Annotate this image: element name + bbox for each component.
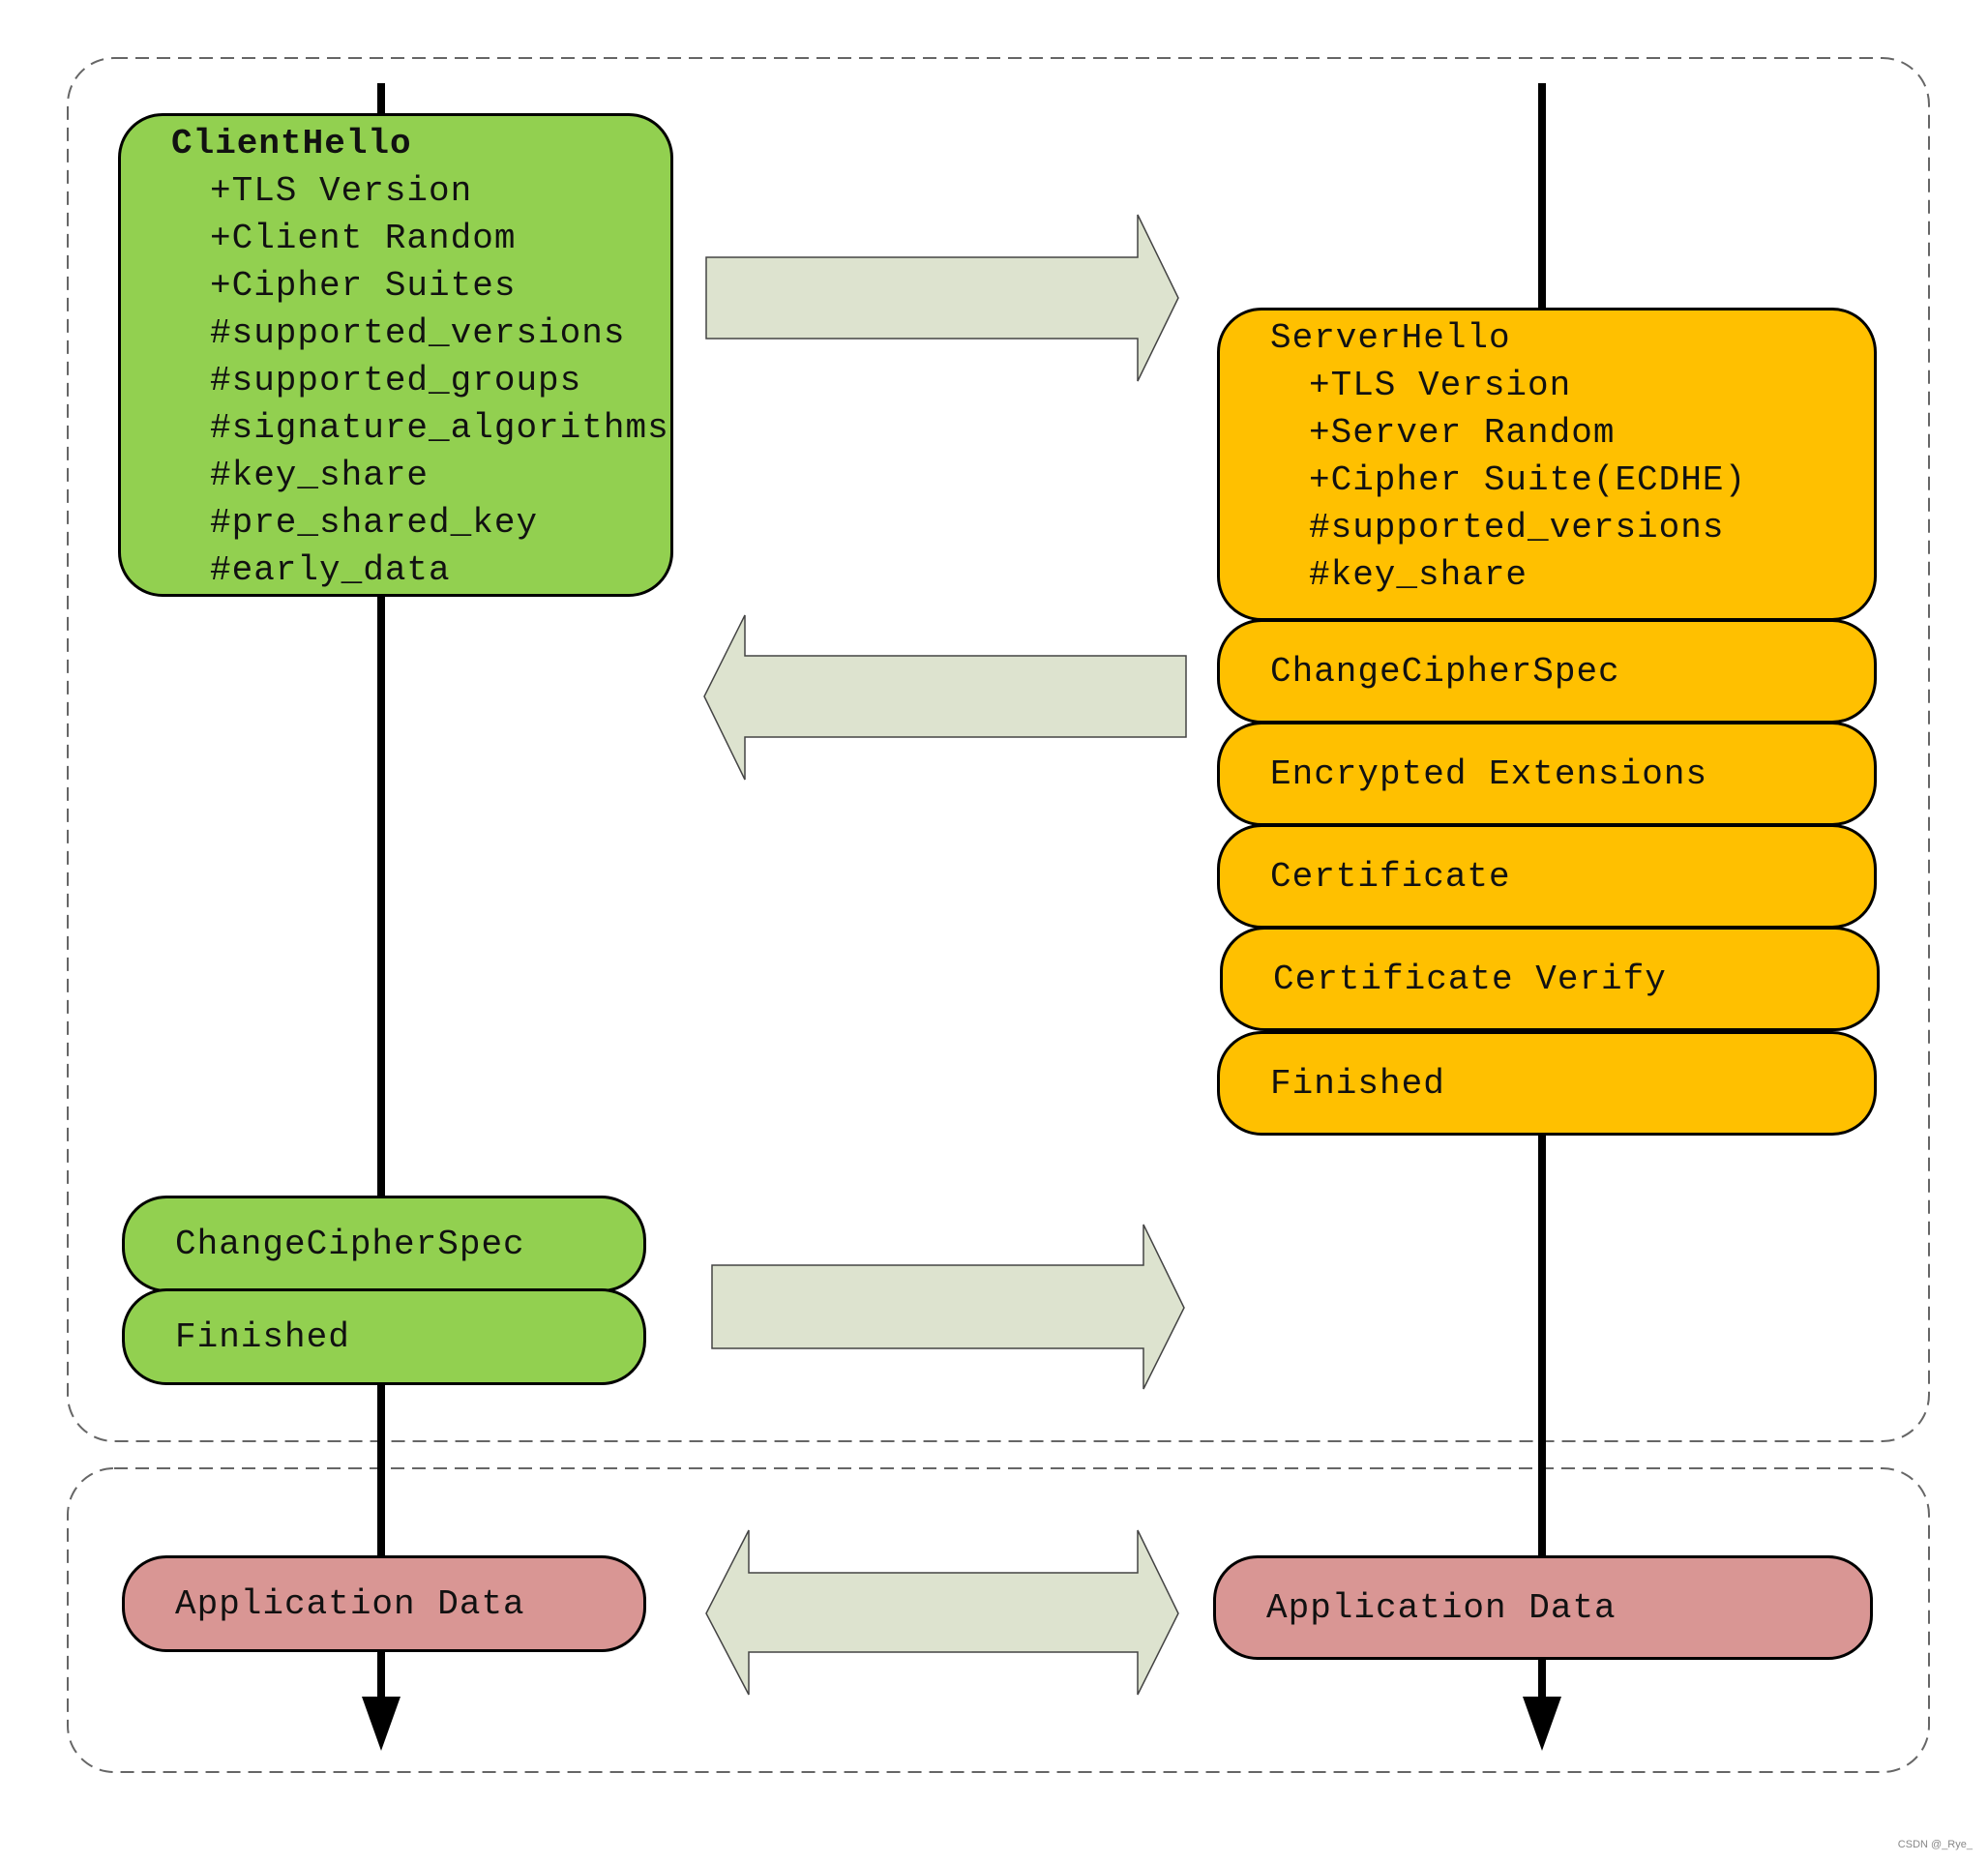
server-hello-field: #key_share	[1309, 555, 1528, 595]
client-hello-field: +TLS Version	[210, 171, 473, 211]
client-hello-field: #supported_versions	[210, 313, 626, 353]
client-change-cipher-spec: ChangeCipherSpec	[122, 1196, 646, 1292]
client-hello-field: +Client Random	[210, 219, 517, 258]
server-lifeline-arrowhead	[1523, 1697, 1561, 1751]
application-data-double-arrow	[705, 1529, 1179, 1696]
server-hello-box: ServerHello +TLS Version +Server Random …	[1217, 308, 1877, 621]
client-hello-box: ClientHello +TLS Version +Client Random …	[118, 113, 673, 597]
client-hello-title: ClientHello	[171, 124, 412, 163]
server-hello-field: +Server Random	[1309, 413, 1616, 453]
client-application-data-label: Application Data	[175, 1583, 525, 1624]
client-application-data: Application Data	[122, 1555, 646, 1652]
server-certificate: Certificate	[1217, 824, 1877, 929]
server-message-label: Finished	[1270, 1063, 1445, 1104]
server-application-data: Application Data	[1213, 1555, 1873, 1660]
client-finished-arrow	[711, 1224, 1185, 1390]
server-application-data-label: Application Data	[1266, 1587, 1617, 1628]
client-hello-arrow	[705, 214, 1179, 382]
client-finished: Finished	[122, 1288, 646, 1385]
server-finished: Finished	[1217, 1031, 1877, 1136]
watermark: CSDN @_Rye_	[1897, 1839, 1973, 1850]
server-certificate-verify: Certificate Verify	[1220, 927, 1880, 1031]
server-message-label: Certificate Verify	[1273, 959, 1667, 999]
server-hello-field: #supported_versions	[1309, 508, 1725, 547]
client-hello-field: #key_share	[210, 456, 430, 495]
client-hello-field: +Cipher Suites	[210, 266, 517, 306]
client-hello-field: #signature_algorithms	[210, 408, 669, 448]
handshake-phase-frame	[67, 57, 1930, 1442]
server-hello-arrow	[703, 614, 1187, 781]
server-hello-title: ServerHello	[1270, 318, 1511, 358]
server-change-cipher-spec: ChangeCipherSpec	[1217, 619, 1877, 724]
server-message-label: Certificate	[1270, 856, 1511, 897]
client-message-label: ChangeCipherSpec	[175, 1224, 525, 1264]
server-hello-field: +TLS Version	[1309, 366, 1572, 405]
server-message-label: ChangeCipherSpec	[1270, 651, 1620, 692]
client-message-label: Finished	[175, 1316, 350, 1357]
server-encrypted-extensions: Encrypted Extensions	[1217, 722, 1877, 826]
client-hello-field: #supported_groups	[210, 361, 582, 400]
application-phase-frame	[67, 1467, 1930, 1773]
server-hello-field: +Cipher Suite(ECDHE)	[1309, 460, 1747, 500]
server-message-label: Encrypted Extensions	[1270, 754, 1708, 794]
client-lifeline-arrowhead	[362, 1697, 401, 1751]
client-hello-field: #pre_shared_key	[210, 503, 539, 543]
client-hello-field: #early_data	[210, 550, 451, 590]
